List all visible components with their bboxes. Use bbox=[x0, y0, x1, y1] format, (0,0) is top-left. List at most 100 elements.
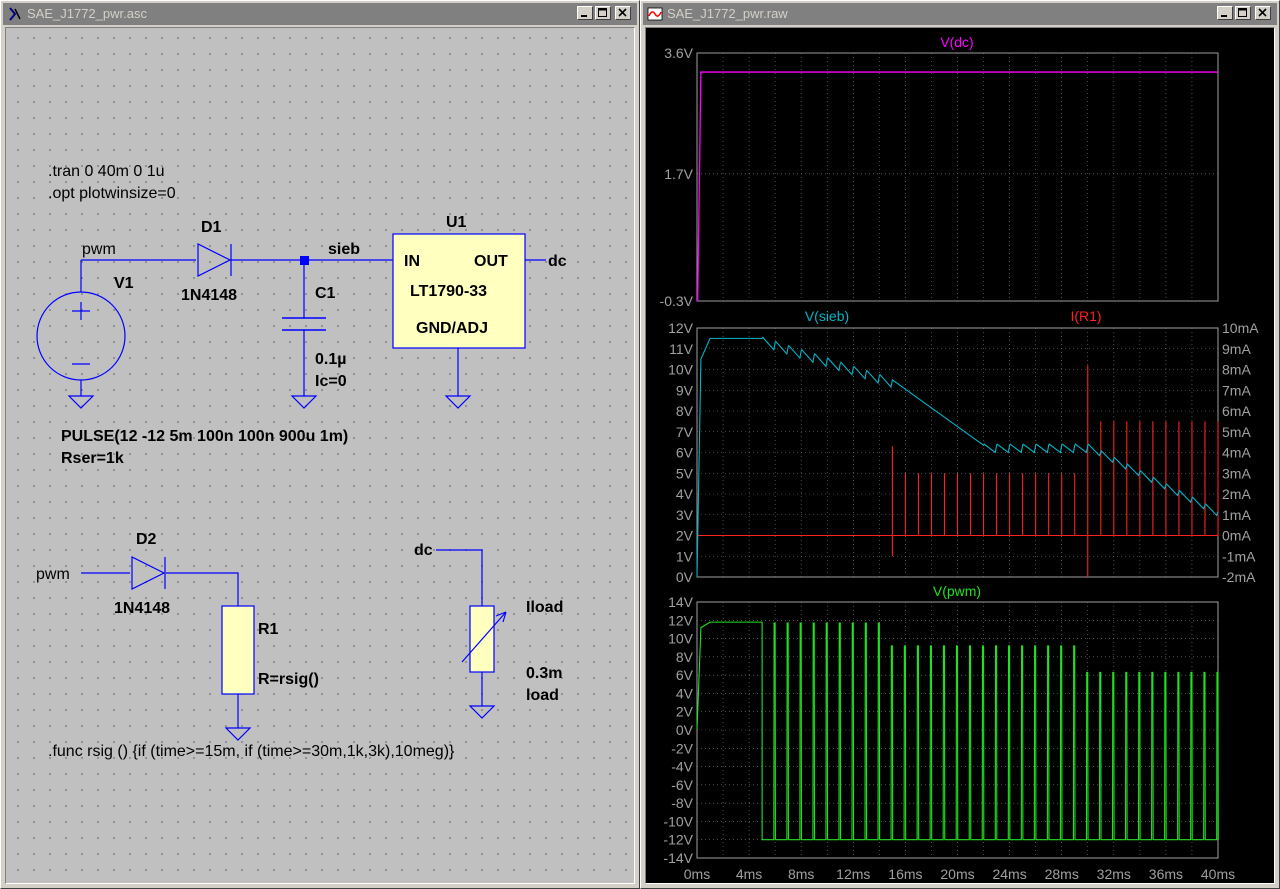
net-label-pwm-bottom[interactable]: pwm bbox=[36, 566, 70, 583]
ytick-label: 5V bbox=[676, 465, 694, 481]
u1-pin-in: IN bbox=[404, 253, 420, 270]
y2tick-label: 0mA bbox=[1222, 528, 1251, 544]
ytick-label: 3V bbox=[676, 507, 694, 523]
ytick-label: 14V bbox=[668, 594, 694, 610]
wire-dc-load bbox=[436, 549, 483, 606]
xtick-label: 12ms bbox=[836, 866, 870, 882]
schematic-canvas[interactable]: .tran 0 40m 0 1u .opt plotwinsize=0 pwm … bbox=[5, 27, 635, 884]
u1-regulator[interactable] bbox=[392, 233, 526, 349]
ytick-label: 6V bbox=[676, 445, 694, 461]
trace-title-vsieb: V(sieb) bbox=[805, 308, 849, 324]
ytick-label: 11V bbox=[669, 341, 694, 357]
net-label-dc-out[interactable]: dc bbox=[548, 253, 567, 270]
u1-pin-gnd: GND/ADJ bbox=[416, 320, 488, 337]
minimize-icon bbox=[1221, 15, 1227, 17]
ytick-label: 7V bbox=[676, 424, 694, 440]
ytick-label: 0V bbox=[676, 569, 694, 585]
schematic-window-title: SAE_J1772_pwr.asc bbox=[27, 6, 147, 21]
ytick-label: 4V bbox=[676, 486, 694, 502]
d1-diode[interactable] bbox=[197, 243, 232, 277]
waveform-titlebar[interactable]: SAE_J1772_pwr.raw bbox=[643, 3, 1277, 25]
c1-capacitor[interactable] bbox=[282, 317, 326, 331]
trace-title-ir1: I(R1) bbox=[1070, 308, 1101, 324]
ytick-label: -6V bbox=[671, 777, 693, 793]
iload-type: load bbox=[526, 687, 559, 704]
u1-part: LT1790-33 bbox=[410, 283, 487, 300]
ytick-label: 12V bbox=[668, 612, 694, 628]
ytick-label: -4V bbox=[671, 759, 693, 775]
trace-vsieb bbox=[696, 336, 1219, 578]
ytick-label: 12V bbox=[668, 320, 694, 336]
xtick-label: 0ms bbox=[684, 866, 710, 882]
ground-icon bbox=[444, 395, 472, 409]
maximize-icon bbox=[1238, 8, 1247, 17]
d2-model: 1N4148 bbox=[114, 600, 170, 617]
tran-directive[interactable]: .tran 0 40m 0 1u bbox=[48, 163, 165, 180]
schematic-drawing[interactable]: .tran 0 40m 0 1u .opt plotwinsize=0 pwm … bbox=[6, 28, 635, 884]
ytick-label: 3.6V bbox=[664, 45, 693, 61]
xtick-label: 24ms bbox=[992, 866, 1026, 882]
y2tick-label: -1mA bbox=[1222, 548, 1256, 564]
y2tick-label: 2mA bbox=[1222, 486, 1251, 502]
y2tick-label: 8mA bbox=[1222, 362, 1251, 378]
c1-value: 0.1µ bbox=[315, 351, 346, 368]
wire-d2-r1 bbox=[166, 572, 239, 606]
xtick-label: 40ms bbox=[1201, 866, 1235, 882]
y2tick-label: 7mA bbox=[1222, 382, 1251, 398]
xtick-label: 16ms bbox=[888, 866, 922, 882]
ground-icon bbox=[468, 705, 496, 719]
ytick-label: 1V bbox=[676, 548, 694, 564]
v1-rser: Rser=1k bbox=[61, 450, 124, 467]
maximize-button[interactable] bbox=[595, 6, 611, 20]
waveform-plots[interactable]: 3.6V1.7V-0.3VV(dc)0V1V2V3V4V5V6V7V8V9V10… bbox=[646, 28, 1275, 884]
opt-directive[interactable]: .opt plotwinsize=0 bbox=[48, 185, 176, 202]
trace-vdc bbox=[697, 71, 1218, 302]
ytick-label: -2V bbox=[671, 740, 693, 756]
schematic-window[interactable]: SAE_J1772_pwr.asc bbox=[0, 0, 640, 889]
y2tick-label: 3mA bbox=[1222, 465, 1251, 481]
ytick-label: 2V bbox=[676, 528, 694, 544]
close-button[interactable] bbox=[615, 6, 631, 20]
d2-diode[interactable] bbox=[131, 556, 166, 590]
schematic-titlebar[interactable]: SAE_J1772_pwr.asc bbox=[3, 3, 637, 25]
func-directive[interactable]: .func rsig () {if (time>=15m, if (time>=… bbox=[48, 743, 455, 760]
net-label-sieb[interactable]: sieb bbox=[328, 241, 360, 258]
xtick-label: 28ms bbox=[1045, 866, 1079, 882]
ltspice-schematic-icon bbox=[9, 7, 21, 21]
ytick-label: 6V bbox=[676, 667, 694, 683]
ytick-label: 4V bbox=[676, 685, 694, 701]
r1-resistor[interactable] bbox=[221, 605, 255, 695]
ytick-label: 2V bbox=[676, 704, 694, 720]
iload-current-load[interactable] bbox=[461, 605, 507, 673]
close-icon bbox=[1258, 8, 1267, 17]
iload-name: Iload bbox=[526, 599, 563, 616]
net-label-dc-load[interactable]: dc bbox=[414, 542, 433, 559]
maximize-icon bbox=[598, 8, 607, 17]
u1-name: U1 bbox=[446, 214, 467, 231]
ytick-label: -8V bbox=[671, 795, 693, 811]
waveform-window-title: SAE_J1772_pwr.raw bbox=[667, 6, 788, 21]
ytick-label: 10V bbox=[668, 362, 694, 378]
trace-vpwm bbox=[696, 621, 1219, 841]
ground-icon bbox=[290, 395, 318, 409]
xtick-label: 8ms bbox=[788, 866, 814, 882]
v1-name: V1 bbox=[114, 275, 134, 292]
ytick-label: 1.7V bbox=[664, 166, 693, 182]
minimize-button[interactable] bbox=[1217, 6, 1233, 20]
r1-value: R=rsig() bbox=[258, 671, 319, 688]
y2tick-label: 1mA bbox=[1222, 507, 1251, 523]
maximize-button[interactable] bbox=[1235, 6, 1251, 20]
net-label-pwm-top[interactable]: pwm bbox=[82, 241, 116, 258]
ytick-label: 0V bbox=[676, 722, 694, 738]
minimize-icon bbox=[581, 15, 587, 17]
close-button[interactable] bbox=[1255, 6, 1271, 20]
d2-name: D2 bbox=[136, 531, 157, 548]
minimize-button[interactable] bbox=[577, 6, 593, 20]
y2tick-label: 4mA bbox=[1222, 445, 1251, 461]
y2tick-label: 10mA bbox=[1222, 320, 1259, 336]
y2tick-label: 5mA bbox=[1222, 424, 1251, 440]
v1-voltage-source[interactable] bbox=[36, 291, 126, 381]
xtick-label: 32ms bbox=[1097, 866, 1131, 882]
